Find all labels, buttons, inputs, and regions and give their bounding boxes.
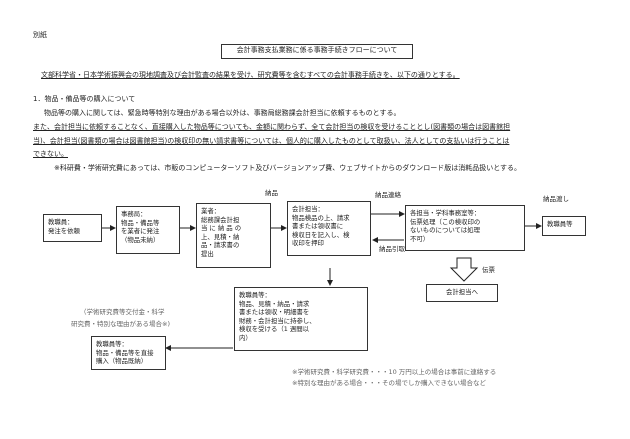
flow-box-staff-request: 教職員： 発注を依頼 [43, 214, 102, 242]
box5-line: 伝票処理（この検収印の [410, 217, 481, 226]
flow-box-direct-purchase: 教職員等： 物品・備品等を直接 購入（物品既納） [91, 336, 166, 370]
flow-box-staff-inspection: 教職員等： 物品、見積・納品・請求 書または領収・明細書を 財務・会計担当に持参… [234, 287, 368, 351]
flow-box-vendor: 業者： 総務課会計担 当 に 納 品 の 上、見積・納 品・請求書の 提出 [196, 203, 271, 268]
box3-line: 提出 [201, 249, 214, 258]
box2-line: を業者に発注 [121, 227, 160, 236]
box8-line: 書または領収・明細書を [239, 308, 310, 317]
section-paragraph-2-line-3: できない。 [33, 150, 68, 158]
side-note-line-2: 研究費・特別な理由がある場合※) [71, 320, 170, 328]
box4-line: 物品検品の上、請求 [292, 213, 350, 222]
footnote-2: ※特別な理由がある場合・・・その場でしか購入できない場合など [292, 379, 486, 387]
label-delivery-handover: 納品渡し [543, 195, 569, 203]
box5-line: ないものについては処理 [410, 226, 480, 235]
box9-line: 物品・備品等を直接 [96, 348, 154, 357]
flow-box-office-order: 事務局： 物品・備品等 を業者に発注 （物品未納） [116, 206, 180, 254]
section-paragraph-1: 物品等の購入に関しては、緊急時等特別な理由がある場合以外は、事務局総務課会計担当… [44, 109, 401, 117]
document-title: 会計事務支払業務に係る事務手続きフローについて [221, 44, 413, 59]
intro-text: 文部科学省・日本学術振興会の現地調査及び会計監査の結果を受け、研究費等を含むすべ… [41, 71, 460, 79]
section-paragraph-2-line-1: また、会計担当に依頼することなく、直接購入した物品等についても、金額に関わらず、… [33, 123, 511, 131]
section-paragraph-2-line-2: 当)、会計担当(図書類の場合は図書館担当)の検収印の無い請求書等については、個人… [33, 137, 510, 145]
box8-line: 検収を受ける（1 週間以 [239, 325, 310, 334]
box2-line: 物品・備品等 [121, 218, 160, 227]
box8-line: 教職員等： [239, 291, 271, 299]
box1-line: 教職員： [48, 218, 74, 226]
flow-box-staff-receive: 教職員等 [542, 216, 586, 236]
box8-line: 物品、見積・納品・請求 [239, 299, 310, 308]
box3-line: 総務課会計担 [201, 215, 240, 224]
box7-line: 会計担当へ [446, 288, 478, 296]
flow-box-to-accounting: 会計担当へ [426, 284, 498, 302]
hollow-arrow-down [449, 257, 479, 282]
section-note: ※科研費・学術研究費にあっては、市販のコンピューターソフト及びバージョンアップ費… [54, 164, 522, 172]
side-note-line-1: （学術研究費等交付金・科学 [80, 308, 165, 316]
box8-line: 財務・会計担当に持参し、 [239, 316, 316, 325]
box6-line: 教職員等 [547, 220, 573, 228]
box2-line: 事務局： [121, 210, 147, 218]
box3-line: 業者： [201, 207, 221, 215]
flow-box-department-slip: 各担当・学科事務室等： 伝票処理（この検収印の ないものについては処理 不可） [405, 205, 525, 251]
header-label: 別紙 [33, 31, 47, 39]
box4-line: 検収日を記入し、検 [292, 230, 350, 239]
box5-line: 各担当・学科事務室等： [410, 209, 481, 217]
box8-line: 内） [239, 333, 252, 342]
box9-line: 教職員等： [96, 340, 128, 348]
section-heading: 1．物品・備品等の購入について [33, 95, 136, 103]
box4-line: 収印を押印 [292, 239, 324, 248]
box3-line: 当 に 納 品 の [201, 224, 242, 233]
box3-line: 品・請求書の [201, 241, 240, 250]
label-delivery: 納品 [265, 189, 278, 197]
flow-box-accounting-inspection: 会計担当： 物品検品の上、請求 書または領収書に 検収日を記入し、検 収印を押印 [287, 201, 371, 256]
box1-line: 発注を依頼 [48, 226, 80, 235]
label-slip: 伝票 [482, 266, 495, 274]
box4-line: 書または領収書に [292, 222, 344, 231]
label-delivery-pickup: 納品引取 [379, 245, 405, 253]
box9-line: 購入（物品既納） [96, 357, 148, 366]
box4-line: 会計担当： [292, 205, 324, 213]
box5-line: 不可） [410, 234, 430, 243]
footnote-1: ※学術研究費・科学研究費・・・10 万円以上の場合は事前に連絡する [292, 368, 497, 376]
label-delivery-notice: 納品連絡 [375, 191, 401, 199]
box3-line: 上、見積・納 [201, 232, 240, 241]
box2-line: （物品未納） [121, 235, 160, 244]
